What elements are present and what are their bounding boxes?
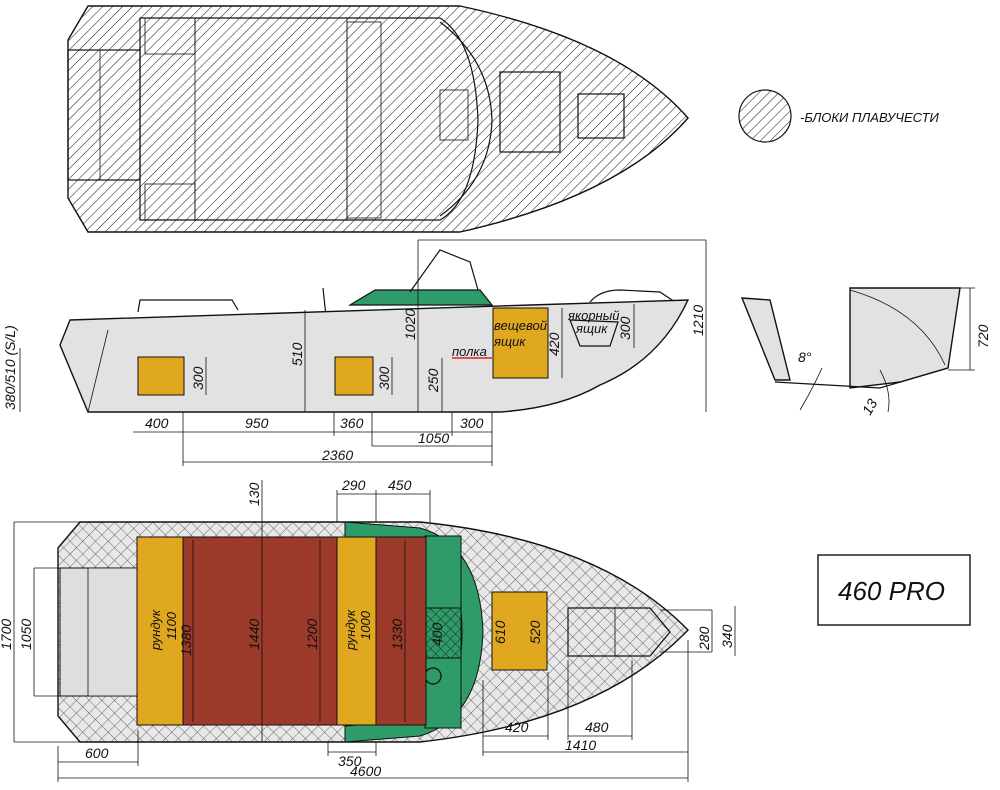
side-glovebox: [492, 307, 549, 379]
dim-510: 510: [289, 342, 305, 366]
dim-950: 950: [245, 415, 269, 431]
plan-view: рундук 1100 рундук 1000: [0, 477, 736, 782]
dim-2360: 2360: [321, 447, 353, 463]
dim-1410: 1410: [565, 737, 596, 753]
legend: -БЛОКИ ПЛАВУЧЕСТИ: [738, 89, 940, 143]
dim-720: 720: [975, 324, 991, 348]
dim-1440: 1440: [246, 619, 262, 650]
model-name: 460 PRO: [838, 576, 945, 606]
dim-400: 400: [145, 415, 169, 431]
angle-8: 8°: [798, 349, 812, 365]
dim-280: 280: [696, 626, 712, 651]
model-box: 460 PRO: [817, 554, 971, 626]
legend-label: -БЛОКИ ПЛАВУЧЕСТИ: [800, 110, 940, 125]
floor-area: [182, 536, 341, 726]
dim-450: 450: [388, 477, 412, 493]
dim-420: 420: [505, 719, 529, 735]
section-view: 8° 13 720: [740, 287, 991, 418]
dim-350: 350: [338, 753, 362, 769]
dim-400-console: 400: [429, 622, 445, 646]
dim-130: 130: [246, 482, 262, 506]
dim-1050: 1050: [18, 619, 34, 650]
plan-bow-box: [491, 591, 548, 671]
dim-300-c: 300: [617, 316, 633, 340]
dim-300-a: 300: [190, 366, 206, 390]
dim-480: 480: [585, 719, 609, 735]
dim-610: 610: [492, 620, 508, 644]
side-box-2: [334, 356, 374, 396]
dim-1050: 1050: [418, 430, 449, 446]
dim-1200: 1200: [304, 619, 320, 650]
dim-1380: 1380: [178, 625, 194, 656]
buoyancy-legend-icon: [738, 89, 792, 143]
glovebox-label: вещевой ящик: [493, 318, 551, 349]
dim-420: 420: [546, 332, 562, 356]
dim-520: 520: [527, 620, 543, 644]
top-view: [67, 5, 689, 233]
dim-1330: 1330: [389, 619, 405, 650]
shelf-label: полка: [452, 344, 487, 359]
box2-label: рундук: [343, 609, 358, 651]
dim-250: 250: [425, 368, 441, 393]
dim-300-b: 300: [376, 366, 392, 390]
dim-360: 360: [340, 415, 364, 431]
box1-label: рундук: [148, 609, 163, 651]
box2-length: 1000: [358, 610, 373, 640]
dim-600: 600: [85, 745, 109, 761]
dim-1700: 1700: [0, 619, 14, 650]
dim-1210: 1210: [690, 305, 706, 336]
plan-box-1: [136, 536, 184, 726]
dim-380-510: 380/510 (S/L): [2, 325, 18, 410]
dim-4600: 4600: [350, 763, 381, 779]
dim-300-bottom: 300: [460, 415, 484, 431]
plan-box-2: [336, 536, 377, 726]
side-box-1: [137, 356, 185, 396]
angle-13: 13: [859, 396, 881, 418]
dim-1020: 1020: [402, 309, 418, 340]
windshield: [347, 289, 494, 306]
box1-length: 1100: [164, 611, 179, 640]
dim-340: 340: [719, 624, 735, 648]
dim-290: 290: [341, 477, 366, 493]
